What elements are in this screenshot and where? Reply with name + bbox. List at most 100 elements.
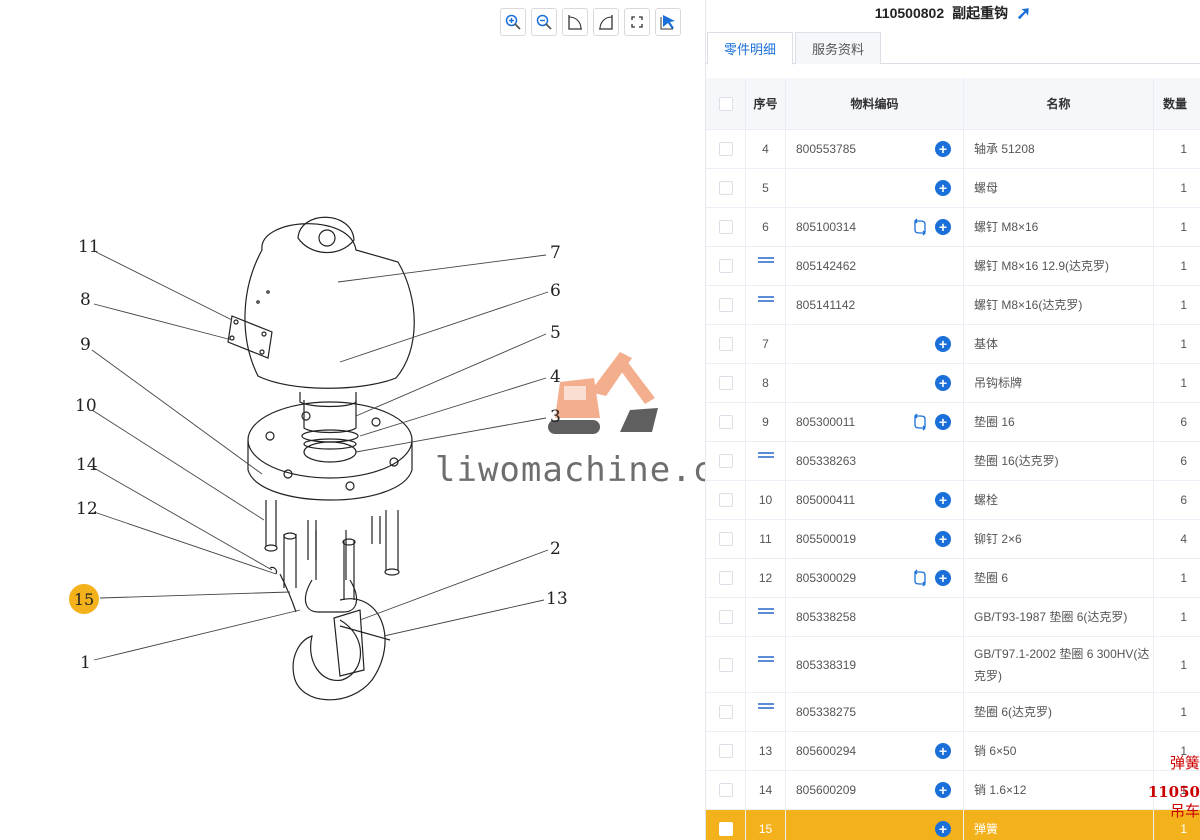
excavator-logo bbox=[548, 352, 658, 434]
row-checkbox[interactable] bbox=[718, 744, 733, 758]
add-to-cart-icon[interactable]: + bbox=[935, 821, 951, 837]
row-number bbox=[746, 598, 786, 636]
add-to-cart-icon[interactable]: + bbox=[935, 492, 951, 508]
zoom-in-button[interactable] bbox=[500, 8, 526, 36]
row-checkbox[interactable] bbox=[718, 181, 733, 195]
part-number: 110500802 bbox=[874, 5, 945, 21]
row-checkbox[interactable] bbox=[718, 298, 733, 312]
row-checkbox[interactable] bbox=[718, 376, 733, 390]
add-to-cart-icon[interactable]: + bbox=[935, 219, 951, 235]
row-checkbox[interactable] bbox=[718, 610, 733, 624]
zoom-out-button[interactable] bbox=[531, 8, 557, 36]
row-number: 12 bbox=[746, 559, 786, 597]
row-checkbox[interactable] bbox=[718, 142, 733, 156]
row-checkbox-cell bbox=[706, 771, 746, 809]
callout-15-highlighted[interactable]: 15 bbox=[69, 584, 99, 614]
replacement-swap-icon[interactable] bbox=[911, 569, 929, 587]
alternate-link-icon bbox=[757, 296, 774, 302]
row-number bbox=[746, 442, 786, 480]
row-name: GB/T97.1-2002 垫圈 6 300HV(达克罗) bbox=[964, 637, 1154, 692]
row-code-cell: 805338319 bbox=[786, 637, 964, 692]
row-code: 805338275 bbox=[796, 705, 857, 719]
add-to-cart-icon[interactable]: + bbox=[935, 414, 951, 430]
reset-view-button[interactable] bbox=[655, 8, 681, 36]
row-checkbox[interactable] bbox=[718, 259, 733, 273]
add-to-cart-icon[interactable]: + bbox=[935, 336, 951, 352]
row-checkbox[interactable] bbox=[718, 493, 733, 507]
add-to-cart-icon[interactable]: + bbox=[935, 782, 951, 798]
row-checkbox[interactable] bbox=[718, 657, 733, 672]
column-header-name: 名称 bbox=[964, 78, 1154, 129]
row-qty: 1 bbox=[1180, 657, 1187, 672]
row-qty: 1 bbox=[1180, 822, 1187, 836]
row-code-cell: + bbox=[786, 364, 964, 402]
replacement-swap-icon[interactable] bbox=[911, 218, 929, 236]
replacement-swap-icon[interactable] bbox=[911, 413, 929, 431]
row-checkbox[interactable] bbox=[718, 415, 733, 429]
row-checkbox-cell bbox=[706, 598, 746, 636]
row-checkbox[interactable] bbox=[718, 220, 733, 234]
callout-7: 7 bbox=[550, 243, 561, 263]
page-title: 副起重钩 bbox=[952, 5, 1009, 21]
row-number: 8 bbox=[746, 364, 786, 402]
side-note-line1: 弹簧 bbox=[1169, 754, 1200, 772]
add-to-cart-icon[interactable]: + bbox=[935, 375, 951, 391]
row-number bbox=[746, 637, 786, 692]
row-checkbox[interactable] bbox=[718, 454, 733, 468]
zoom-out-icon bbox=[536, 14, 552, 30]
rotate-right-icon bbox=[599, 15, 613, 30]
side-note-line3: 吊车 bbox=[1169, 802, 1200, 820]
row-checkbox-cell bbox=[706, 208, 746, 246]
row-checkbox[interactable] bbox=[718, 705, 733, 719]
callout-5: 5 bbox=[550, 323, 561, 343]
fit-screen-button[interactable] bbox=[624, 8, 650, 36]
row-name: 销 6×50 bbox=[964, 732, 1154, 770]
row-checkbox-cell bbox=[706, 247, 746, 285]
select-all-checkbox[interactable] bbox=[718, 96, 733, 111]
rotate-left-button[interactable] bbox=[562, 8, 588, 36]
row-checkbox[interactable] bbox=[718, 337, 733, 351]
row-checkbox[interactable] bbox=[718, 822, 733, 836]
add-to-cart-icon[interactable]: + bbox=[935, 180, 951, 196]
row-checkbox[interactable] bbox=[718, 571, 733, 585]
table-header: 序号 物料编码 名称 数量 bbox=[706, 78, 1200, 130]
add-to-cart-icon[interactable]: + bbox=[935, 570, 951, 586]
tab-parts-detail[interactable]: 零件明细 bbox=[707, 32, 794, 65]
parts-diagram-panel[interactable]: 11 8 9 10 14 12 1 7 6 5 4 3 2 13 15 liwo… bbox=[0, 0, 756, 840]
tab-service-info[interactable]: 服务资料 bbox=[795, 32, 882, 64]
alternate-link-icon bbox=[757, 257, 774, 263]
row-name: 吊钩标牌 bbox=[964, 364, 1154, 402]
rotate-right-button[interactable] bbox=[593, 8, 619, 36]
add-to-cart-icon[interactable]: + bbox=[935, 743, 951, 759]
row-checkbox-cell bbox=[706, 442, 746, 480]
row-name: 螺钉 M8×16(达克罗) bbox=[964, 286, 1154, 324]
add-to-cart-icon[interactable]: + bbox=[935, 531, 951, 547]
row-qty: 1 bbox=[1180, 610, 1187, 624]
add-to-cart-icon[interactable]: + bbox=[935, 141, 951, 157]
alternate-link-icon bbox=[757, 452, 774, 458]
row-checkbox[interactable] bbox=[718, 783, 733, 797]
row-name: 螺栓 bbox=[964, 481, 1154, 519]
row-checkbox[interactable] bbox=[718, 532, 733, 546]
up-arrow-icon[interactable]: ➚ bbox=[1016, 2, 1032, 23]
row-code-cell: 805338258 bbox=[786, 598, 964, 636]
